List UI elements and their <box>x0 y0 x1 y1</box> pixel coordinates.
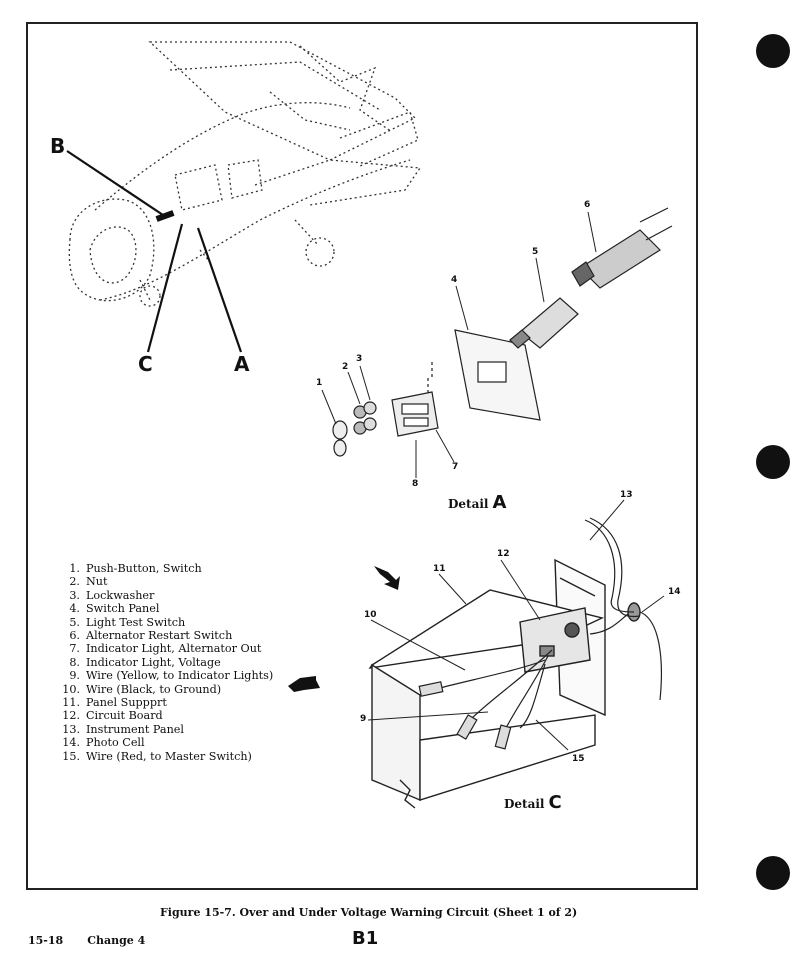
part-number-12: 12 <box>497 549 510 559</box>
figure-caption: Figure 15-7. Over and Under Voltage Warn… <box>160 906 578 919</box>
detail-c-assembly <box>368 558 641 809</box>
legend-item: 3.Lockwasher <box>69 588 155 602</box>
legend-item: 8.Indicator Light, Voltage <box>69 655 221 669</box>
legend-item: 12.Circuit Board <box>62 709 163 723</box>
legend-item: 7.Indicator Light, Alternator Out <box>69 642 262 656</box>
binder-hole-mark <box>756 445 790 479</box>
part-number-7: 7 <box>452 462 459 472</box>
part-number-15: 15 <box>572 754 585 764</box>
part-number-9: 9 <box>360 714 367 724</box>
callout-b: B <box>50 134 66 158</box>
part-number-3: 3 <box>356 354 363 364</box>
detail-a-letter: A <box>492 492 507 513</box>
legend-item: 2.Nut <box>69 575 108 589</box>
callout-c: C <box>138 352 153 376</box>
microfiche-frame-id: B1 <box>352 928 379 949</box>
legend-item: 5.Light Test Switch <box>69 615 186 629</box>
part-number-11: 11 <box>433 564 446 574</box>
legend-item: 14.Photo Cell <box>62 736 145 750</box>
figure-frame <box>26 22 698 890</box>
legend-item: 9.Wire (Yellow, to Indicator Lights) <box>69 669 274 683</box>
pointer-arrow-icon <box>374 566 400 590</box>
change-number: Change 4 <box>87 934 146 947</box>
detail-a-parts <box>332 207 673 457</box>
callout-a: A <box>234 352 250 376</box>
part-number-13: 13 <box>620 490 633 500</box>
legend-item: 15.Wire (Red, to Master Switch) <box>62 749 252 763</box>
part-number-5: 5 <box>532 247 539 257</box>
legend-item: 4.Switch Panel <box>69 602 160 616</box>
part-number-4: 4 <box>451 275 458 285</box>
legend-item: 1.Push-Button, Switch <box>69 562 202 575</box>
pointer-arrow-icon <box>288 676 320 692</box>
detail-a-word: Detail <box>448 497 489 511</box>
part-number-6: 6 <box>584 200 591 210</box>
binder-hole-mark <box>756 856 790 890</box>
part-number-10: 10 <box>364 610 377 620</box>
part-number-14: 14 <box>668 587 681 597</box>
part-number-1: 1 <box>316 378 323 388</box>
legend-item: 13.Instrument Panel <box>62 722 184 736</box>
detail-c-letter: C <box>548 792 562 813</box>
page-footer: 15-18 Change 4 <box>28 934 145 947</box>
legend-item: 10.Wire (Black, to Ground) <box>62 682 222 696</box>
legend-item: 11.Panel Suppprt <box>62 696 167 710</box>
part-number-8: 8 <box>412 479 419 489</box>
detail-c-word: Detail <box>504 797 545 811</box>
page-number: 15-18 <box>28 934 64 947</box>
parts-legend: 1.Push-Button, Switch 2.Nut 3.Lockwasher… <box>52 562 273 763</box>
binder-hole-mark <box>756 34 790 68</box>
part-number-2: 2 <box>342 362 349 372</box>
legend-item: 6.Alternator Restart Switch <box>69 629 233 643</box>
aircraft-outline-drawing <box>68 41 422 307</box>
